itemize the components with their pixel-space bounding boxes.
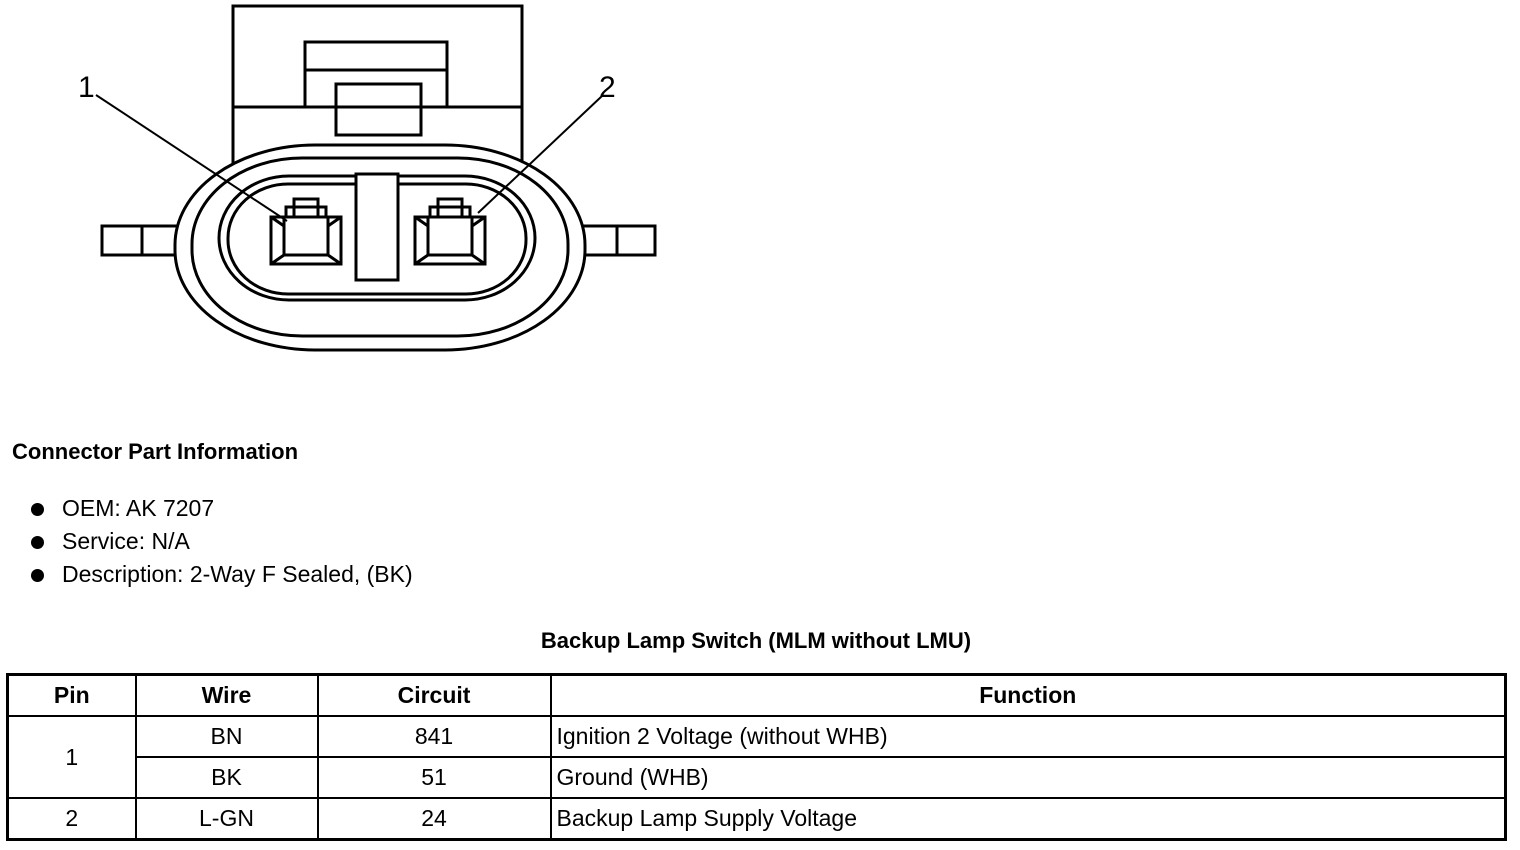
cell-circuit: 841 (316, 715, 552, 758)
bullet-icon (31, 569, 44, 582)
left-mount-tab (100, 224, 180, 257)
cell-circuit: 51 (316, 756, 552, 799)
header-pin: Pin (6, 673, 137, 717)
connector-info-title: Connector Part Information (12, 439, 299, 464)
connector-body-inner (190, 156, 570, 338)
center-key (354, 172, 400, 282)
bullet-icon (31, 503, 44, 516)
pin-1-label: 1 (78, 71, 95, 104)
header-wire: Wire (134, 673, 319, 717)
connector-face-diagram: 1 2 (78, 4, 657, 352)
cell-wire: L-GN (134, 797, 319, 841)
cell-function: Ground (WHB) (549, 756, 1507, 799)
locking-tab-inner (334, 82, 423, 137)
table-row: 2 L-GN 24 Backup Lamp Supply Voltage (6, 797, 1507, 841)
info-item-text: OEM: AK 7207 (62, 495, 215, 521)
connector-top-housing (231, 4, 524, 170)
info-item-text: Service: N/A (62, 528, 190, 554)
table-row: BK 51 Ground (WHB) (8, 756, 1507, 799)
cell-pin: 2 (6, 797, 137, 841)
terminal-2 (413, 197, 487, 266)
header-circuit: Circuit (316, 673, 552, 717)
cell-circuit: 24 (316, 797, 552, 841)
info-item-service: Service: N/A (28, 525, 413, 558)
locking-tab-outer (303, 40, 449, 109)
terminal-1 (269, 197, 343, 266)
info-item-text: Description: 2-Way F Sealed, (BK) (62, 561, 413, 587)
pin-2-leader-line (477, 95, 603, 214)
table-title: Backup Lamp Switch (MLM without LMU) (540, 628, 972, 653)
table-row: 1 BN 841 Ignition 2 Voltage (without WHB… (6, 715, 1507, 799)
pin-2-label: 2 (599, 71, 616, 104)
info-item-description: Description: 2-Way F Sealed, (BK) (28, 558, 413, 591)
pinout-table: Pin Wire Circuit Function 1 BN 841 Ignit… (6, 673, 1507, 841)
cell-function: Backup Lamp Supply Voltage (549, 797, 1507, 841)
table-header-row: Pin Wire Circuit Function (6, 673, 1507, 717)
info-item-oem: OEM: AK 7207 (28, 492, 413, 525)
cell-pin: 1 (6, 715, 137, 799)
header-function: Function (549, 673, 1507, 717)
cell-wire: BK (134, 756, 319, 799)
bullet-icon (31, 536, 44, 549)
cell-function: Ignition 2 Voltage (without WHB) (549, 715, 1507, 758)
cell-wire: BN (134, 715, 319, 758)
connector-info-list: OEM: AK 7207 Service: N/A Description: 2… (28, 492, 413, 591)
pin-1-leader-line (95, 94, 288, 222)
